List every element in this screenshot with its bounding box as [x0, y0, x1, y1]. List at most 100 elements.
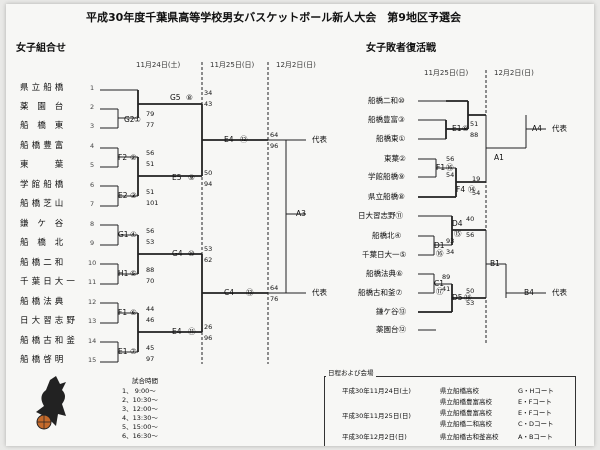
score: 77: [146, 121, 155, 129]
left-section-title: 女子組合せ: [16, 43, 66, 54]
score: 54: [446, 171, 455, 179]
team-number: 2: [90, 103, 95, 111]
team-name: 船橋法典⑥: [366, 269, 403, 278]
representative-label: 代表: [552, 124, 567, 133]
venue-school: 県立船橋高校: [440, 387, 479, 395]
right-date-2: 12月2日(日): [494, 69, 534, 77]
team-name: 県 立 船 橋: [20, 83, 64, 93]
team-name: 日 大 習 志 野: [20, 316, 76, 326]
team-name: 県立船橋⑧: [368, 192, 405, 201]
game-code: G1: [118, 230, 129, 239]
score: 96: [270, 142, 279, 150]
score: 34: [204, 89, 213, 97]
game-number: ⑨: [188, 173, 195, 182]
score: 89: [442, 273, 451, 281]
score: 45: [146, 344, 155, 352]
score: 64: [270, 131, 279, 139]
game-code: C4: [224, 288, 235, 297]
team-name: 学館船橋⑨: [368, 172, 405, 181]
game-code: G2: [124, 115, 135, 124]
game-code: F1: [118, 308, 128, 317]
team-number: 13: [88, 317, 97, 325]
score: 51: [146, 160, 155, 168]
tournament-sheet: 平成30年度千葉県高等学校男女バスケットボール新人大会 第9地区予選会 女子組合…: [6, 4, 594, 446]
score: 79: [146, 110, 155, 118]
team-name: 船 橋 法 典: [20, 297, 64, 307]
game-code: D4: [452, 219, 463, 228]
game-number: ⑩: [188, 249, 195, 258]
game-code: A1: [494, 153, 504, 162]
game-number: ⑬: [246, 288, 254, 297]
team-number: 8: [90, 220, 95, 228]
game-code: A4: [532, 124, 542, 133]
score: 34: [446, 248, 455, 256]
team-number: 6: [90, 181, 95, 189]
score: 96: [204, 334, 213, 342]
game-code: B4: [524, 288, 534, 297]
team-name: 船橋豊富③: [368, 115, 405, 124]
venue-date: 平成30年11月25日(日): [342, 412, 411, 420]
team-name: 船橋北④: [372, 231, 402, 240]
score: 50: [204, 169, 213, 177]
game-code: B1: [490, 259, 500, 268]
team-name: 鎌 ケ 谷: [20, 219, 64, 229]
score: 41: [442, 285, 451, 293]
team-name: 日大習志野⑪: [358, 211, 403, 220]
team-name: 船橋東①: [376, 134, 406, 143]
game-code: E1: [118, 347, 128, 356]
score: 56: [446, 155, 455, 163]
game-code: G5: [170, 93, 181, 102]
team-name: 船 橋 二 和: [20, 258, 64, 268]
venue-school: 県立船橋古和釜高校: [440, 433, 499, 441]
representative-label: 代表: [312, 135, 327, 144]
team-name: 学 館 船 橋: [20, 180, 64, 190]
mascot-illustration: [36, 376, 66, 430]
venue-court: A・Bコート: [518, 433, 553, 441]
team-number: 10: [88, 259, 97, 267]
team-name: 薬 園 台: [20, 102, 64, 112]
score: 56: [146, 227, 155, 235]
team-name: 船橋二和⑩: [368, 96, 405, 105]
score: 40: [466, 215, 475, 223]
game-number: ③: [130, 191, 137, 200]
game-number: ⑧: [462, 124, 469, 133]
team-name: 東葉②: [384, 154, 406, 163]
score: 51: [146, 188, 155, 196]
bracket-lines: [100, 62, 546, 364]
score: 44: [146, 305, 155, 313]
score: 88: [470, 131, 479, 139]
game-number: ⑤: [130, 269, 137, 278]
score: 94: [204, 180, 213, 188]
game-number: ⑯: [446, 163, 454, 172]
game-number: ⑯: [436, 249, 444, 258]
game-code: D5: [452, 293, 463, 302]
team-number: 4: [90, 142, 95, 150]
game-code: E1: [452, 124, 462, 133]
schedule-item: 5、15:00～: [122, 423, 158, 431]
game-code: F2: [118, 153, 128, 162]
game-code: E5: [172, 173, 182, 182]
team-name: 船 橋 北: [20, 238, 64, 248]
score: 53: [466, 299, 475, 307]
game-code: E4: [224, 135, 234, 144]
team-number: 11: [88, 278, 97, 286]
score: 19: [472, 175, 481, 183]
game-code: A3: [296, 209, 306, 218]
venue-box: [324, 376, 576, 446]
team-name: 船橋古和釜⑦: [358, 288, 403, 297]
left-date-3: 12月2日(日): [276, 61, 316, 69]
team-name: 船 橋 豊 富: [20, 141, 64, 151]
team-name: 船 橋 東: [20, 121, 64, 131]
game-code: D1: [434, 241, 445, 250]
score: 26: [204, 323, 213, 331]
game-code: F4: [456, 185, 466, 194]
score: 97: [146, 355, 155, 363]
score: 88: [146, 266, 155, 274]
venue-school: 県立船橋豊富高校: [440, 409, 492, 417]
score: 56: [466, 231, 475, 239]
team-number: 1: [90, 84, 95, 92]
team-name: 薬園台⑫: [376, 325, 406, 334]
team-name: 東 葉: [20, 160, 64, 170]
schedule-item: 1、 9:00～: [122, 387, 156, 395]
venue-heading: 日程および会場: [326, 369, 376, 377]
